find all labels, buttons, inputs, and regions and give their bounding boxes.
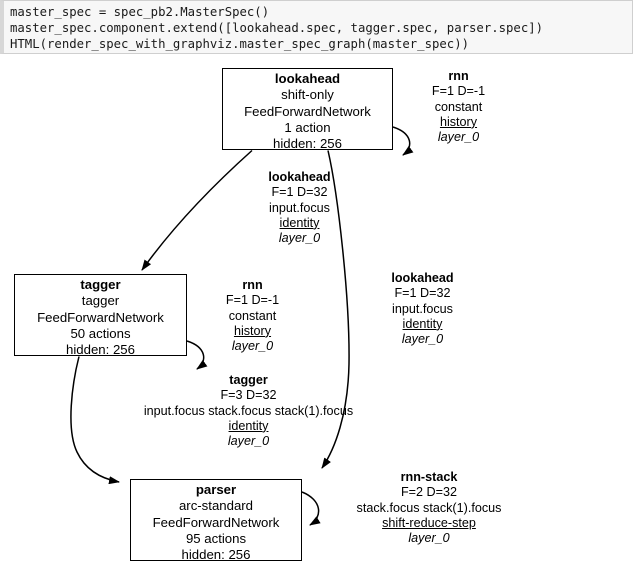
node-lookahead-network: FeedForwardNetwork [244,103,371,119]
edge-label-lookahead-self: rnn F=1 D=-1 constant history layer_0 [411,69,506,145]
edge-tagger-to-parser [70,356,120,485]
edge-tagger-self-name: rnn [242,278,263,292]
edge-lookahead-to-tagger [141,149,253,271]
edge-lookahead-to-parser-features: input.focus [392,301,453,316]
edge-lookahead-self-layer: layer_0 [437,130,480,145]
node-parser-hidden: hidden: 256 [181,547,251,563]
edge-label-tagger-to-parser: tagger F=3 D=32 input.focus stack.focus … [82,373,415,449]
edge-lookahead-to-tagger-layer: layer_0 [278,231,321,246]
node-lookahead-name: lookahead [274,71,341,86]
edge-lookahead-to-parser-layer: layer_0 [401,332,444,347]
master-spec-graph: lookahead shift-only FeedForwardNetwork … [0,54,633,578]
node-parser-transition: arc-standard [178,498,254,514]
edge-lookahead-self-embedding: history [439,114,478,129]
edge-tagger-to-parser-embedding: identity [228,418,269,433]
node-parser[interactable]: parser arc-standard FeedForwardNetwork 9… [130,479,302,563]
edge-label-lookahead-to-tagger: lookahead F=1 D=32 input.focus identity … [237,170,362,246]
edge-lookahead-self [392,126,414,156]
edge-label-parser-self: rnn-stack F=2 D=32 stack.focus stack(1).… [324,470,534,546]
edge-lookahead-to-parser-fd: F=1 D=32 [394,286,451,301]
edge-tagger-self-features: constant [228,308,277,323]
edge-parser-self [301,491,321,526]
edge-label-tagger-self: rnn F=1 D=-1 constant history layer_0 [205,278,300,354]
edge-lookahead-self-fd: F=1 D=-1 [431,84,486,99]
node-tagger-actions: 50 actions [70,325,131,341]
edge-lookahead-self-name: rnn [448,69,469,83]
node-parser-actions: 95 actions [185,530,247,546]
edge-tagger-self-embedding: history [233,323,272,338]
edge-lookahead-to-parser-name: lookahead [391,271,454,285]
edge-lookahead-to-parser-embedding: identity [402,316,443,331]
code-text: master_spec = spec_pb2.MasterSpec() mast… [10,5,544,52]
node-lookahead-actions: 1 action [284,119,331,135]
edge-tagger-self-fd: F=1 D=-1 [225,293,280,308]
node-lookahead-transition: shift-only [281,87,334,103]
node-tagger-network: FeedForwardNetwork [37,309,164,325]
edge-tagger-to-parser-fd: F=3 D=32 [220,388,277,403]
edge-lookahead-to-tagger-embedding: identity [279,215,320,230]
edge-tagger-to-parser-layer: layer_0 [227,434,270,449]
edge-parser-self-features: stack.focus stack(1).focus [356,500,502,515]
node-tagger-name: tagger [80,277,121,292]
edge-tagger-to-parser-name: tagger [229,373,268,387]
edge-parser-self-fd: F=2 D=32 [400,485,457,500]
edge-parser-self-name: rnn-stack [400,470,458,484]
node-parser-name: parser [195,482,237,497]
edge-parser-self-embedding: shift-reduce-step [382,515,476,530]
edge-parser-self-layer: layer_0 [408,531,450,546]
node-tagger-hidden: hidden: 256 [66,342,135,358]
node-tagger[interactable]: tagger tagger FeedForwardNetwork 50 acti… [14,274,187,358]
node-parser-network: FeedForwardNetwork [152,514,280,530]
node-tagger-transition: tagger [81,293,120,309]
edge-lookahead-to-parser [321,150,350,469]
edge-tagger-self [186,340,208,370]
graph-edges-svg [70,126,414,526]
edge-lookahead-to-tagger-fd: F=1 D=32 [271,185,328,200]
node-lookahead[interactable]: lookahead shift-only FeedForwardNetwork … [222,68,393,152]
edge-lookahead-to-tagger-name: lookahead [268,170,331,184]
edge-label-lookahead-to-parser: lookahead F=1 D=32 input.focus identity … [360,271,485,347]
edge-tagger-self-layer: layer_0 [231,339,274,354]
node-lookahead-hidden: hidden: 256 [273,136,342,152]
edge-tagger-to-parser-features: input.focus stack.focus stack(1).focus [143,403,354,418]
edge-lookahead-self-features: constant [434,99,483,114]
edge-lookahead-to-tagger-features: input.focus [269,200,330,215]
code-input-cell[interactable]: master_spec = spec_pb2.MasterSpec() mast… [0,0,633,54]
